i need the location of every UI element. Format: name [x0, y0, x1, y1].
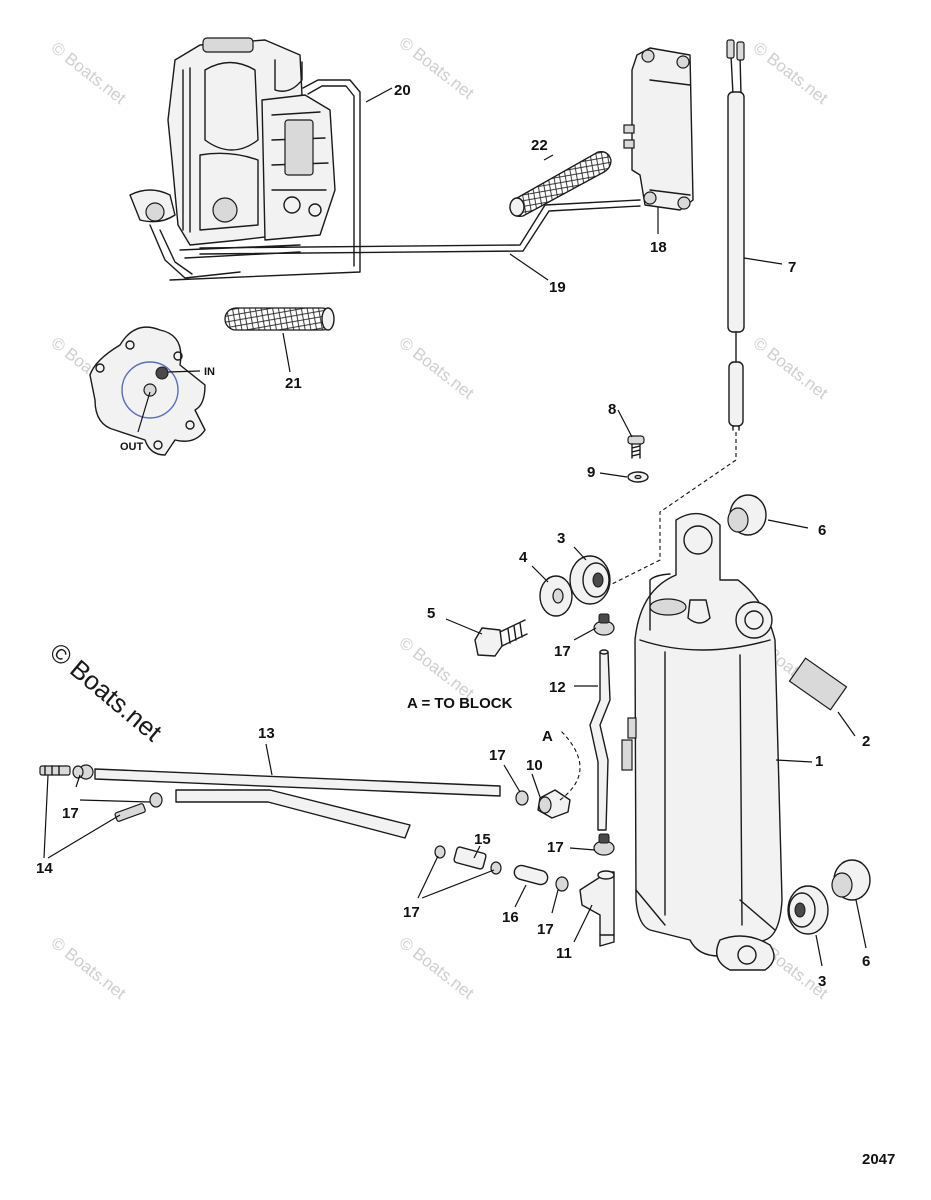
fuel-pump-flange: IN OUT [89, 326, 215, 456]
grommet-3-top [569, 555, 611, 605]
hose-12 [589, 651, 611, 831]
callout-19: 19 [549, 279, 566, 296]
callout-22: 22 [531, 137, 548, 154]
port-label-out: OUT [120, 441, 144, 453]
watermark-7: © Boats.net [396, 633, 478, 703]
callout-2: 2 [862, 733, 870, 750]
callout-17-mid: 17 [547, 839, 564, 856]
callout-1: 1 [815, 753, 823, 770]
callout-11: 11 [556, 945, 572, 962]
callout-12: 12 [549, 679, 566, 696]
watermark-3: © Boats.net [750, 38, 832, 108]
callout-8: 8 [608, 401, 616, 418]
callout-9: 9 [587, 464, 595, 481]
callout-4: 4 [519, 549, 528, 566]
callout-16: 16 [502, 909, 519, 926]
watermark-6: © Boats.net [750, 333, 832, 403]
bolt-5 [474, 619, 528, 657]
leader-lines [43, 87, 867, 967]
tee-fitting-11 [579, 870, 615, 947]
callout-17-top: 17 [554, 643, 571, 660]
connector-14-bottom [114, 792, 163, 822]
watermark-10: © Boats.net [396, 933, 478, 1003]
clamp-17-fitting [515, 790, 529, 806]
watermark-9: © Boats.net [48, 933, 130, 1003]
fitting-10 [537, 729, 581, 819]
vapor-canister-1 [621, 512, 783, 971]
watermark-5: © Boats.net [396, 333, 478, 403]
engine-block-illustration [129, 37, 361, 281]
tube-13 [94, 768, 501, 839]
bushing-6-top [727, 494, 767, 536]
callout-6-top: 6 [818, 522, 826, 539]
callout-17-left: 17 [62, 805, 79, 822]
harness-7 [726, 39, 745, 431]
hose-21 [224, 307, 335, 331]
callout-10: 10 [526, 757, 543, 774]
connector-14-top [39, 764, 94, 780]
label-2 [788, 657, 848, 711]
callout-13: 13 [258, 725, 275, 742]
watermark-large: © Boats.net [44, 637, 168, 748]
hose-16 [513, 864, 549, 886]
callouts: 20 22 18 19 7 21 8 9 6 3 4 5 17 12 A = T… [36, 82, 870, 990]
hose-22 [509, 151, 612, 217]
bushing-6-bottom [831, 859, 871, 901]
callout-20: 20 [394, 82, 411, 99]
note-a-to-block: A = TO BLOCK [407, 695, 513, 712]
clamp-17-top [593, 613, 615, 636]
module-18 [623, 47, 694, 211]
callout-14: 14 [36, 860, 53, 877]
washer-4 [539, 575, 573, 617]
grommet-3-bottom [787, 885, 829, 935]
port-label-in: IN [204, 366, 215, 378]
callout-3-bottom: 3 [818, 973, 826, 990]
clamp-17-hose16 [555, 876, 569, 892]
callout-17-tee: 17 [537, 921, 554, 938]
screw-8 [627, 435, 645, 459]
callout-3-top: 3 [557, 530, 565, 547]
callout-17-bottom: 17 [403, 904, 420, 921]
callout-6-bottom: 6 [862, 953, 870, 970]
callout-21: 21 [285, 375, 302, 392]
callout-5: 5 [427, 605, 435, 622]
figure-number: 2047 [862, 1151, 895, 1168]
callout-17-fitting: 17 [489, 747, 506, 764]
clamp-17-left [72, 765, 84, 779]
clamp-17-mid [593, 833, 615, 856]
callout-15: 15 [474, 831, 491, 848]
fuel-line-19 [199, 199, 641, 249]
callout-18: 18 [650, 239, 667, 256]
label-a-port: A [542, 728, 553, 745]
fitting-15 [434, 845, 502, 875]
watermark-1: © Boats.net [48, 38, 130, 108]
callout-7: 7 [788, 259, 796, 276]
